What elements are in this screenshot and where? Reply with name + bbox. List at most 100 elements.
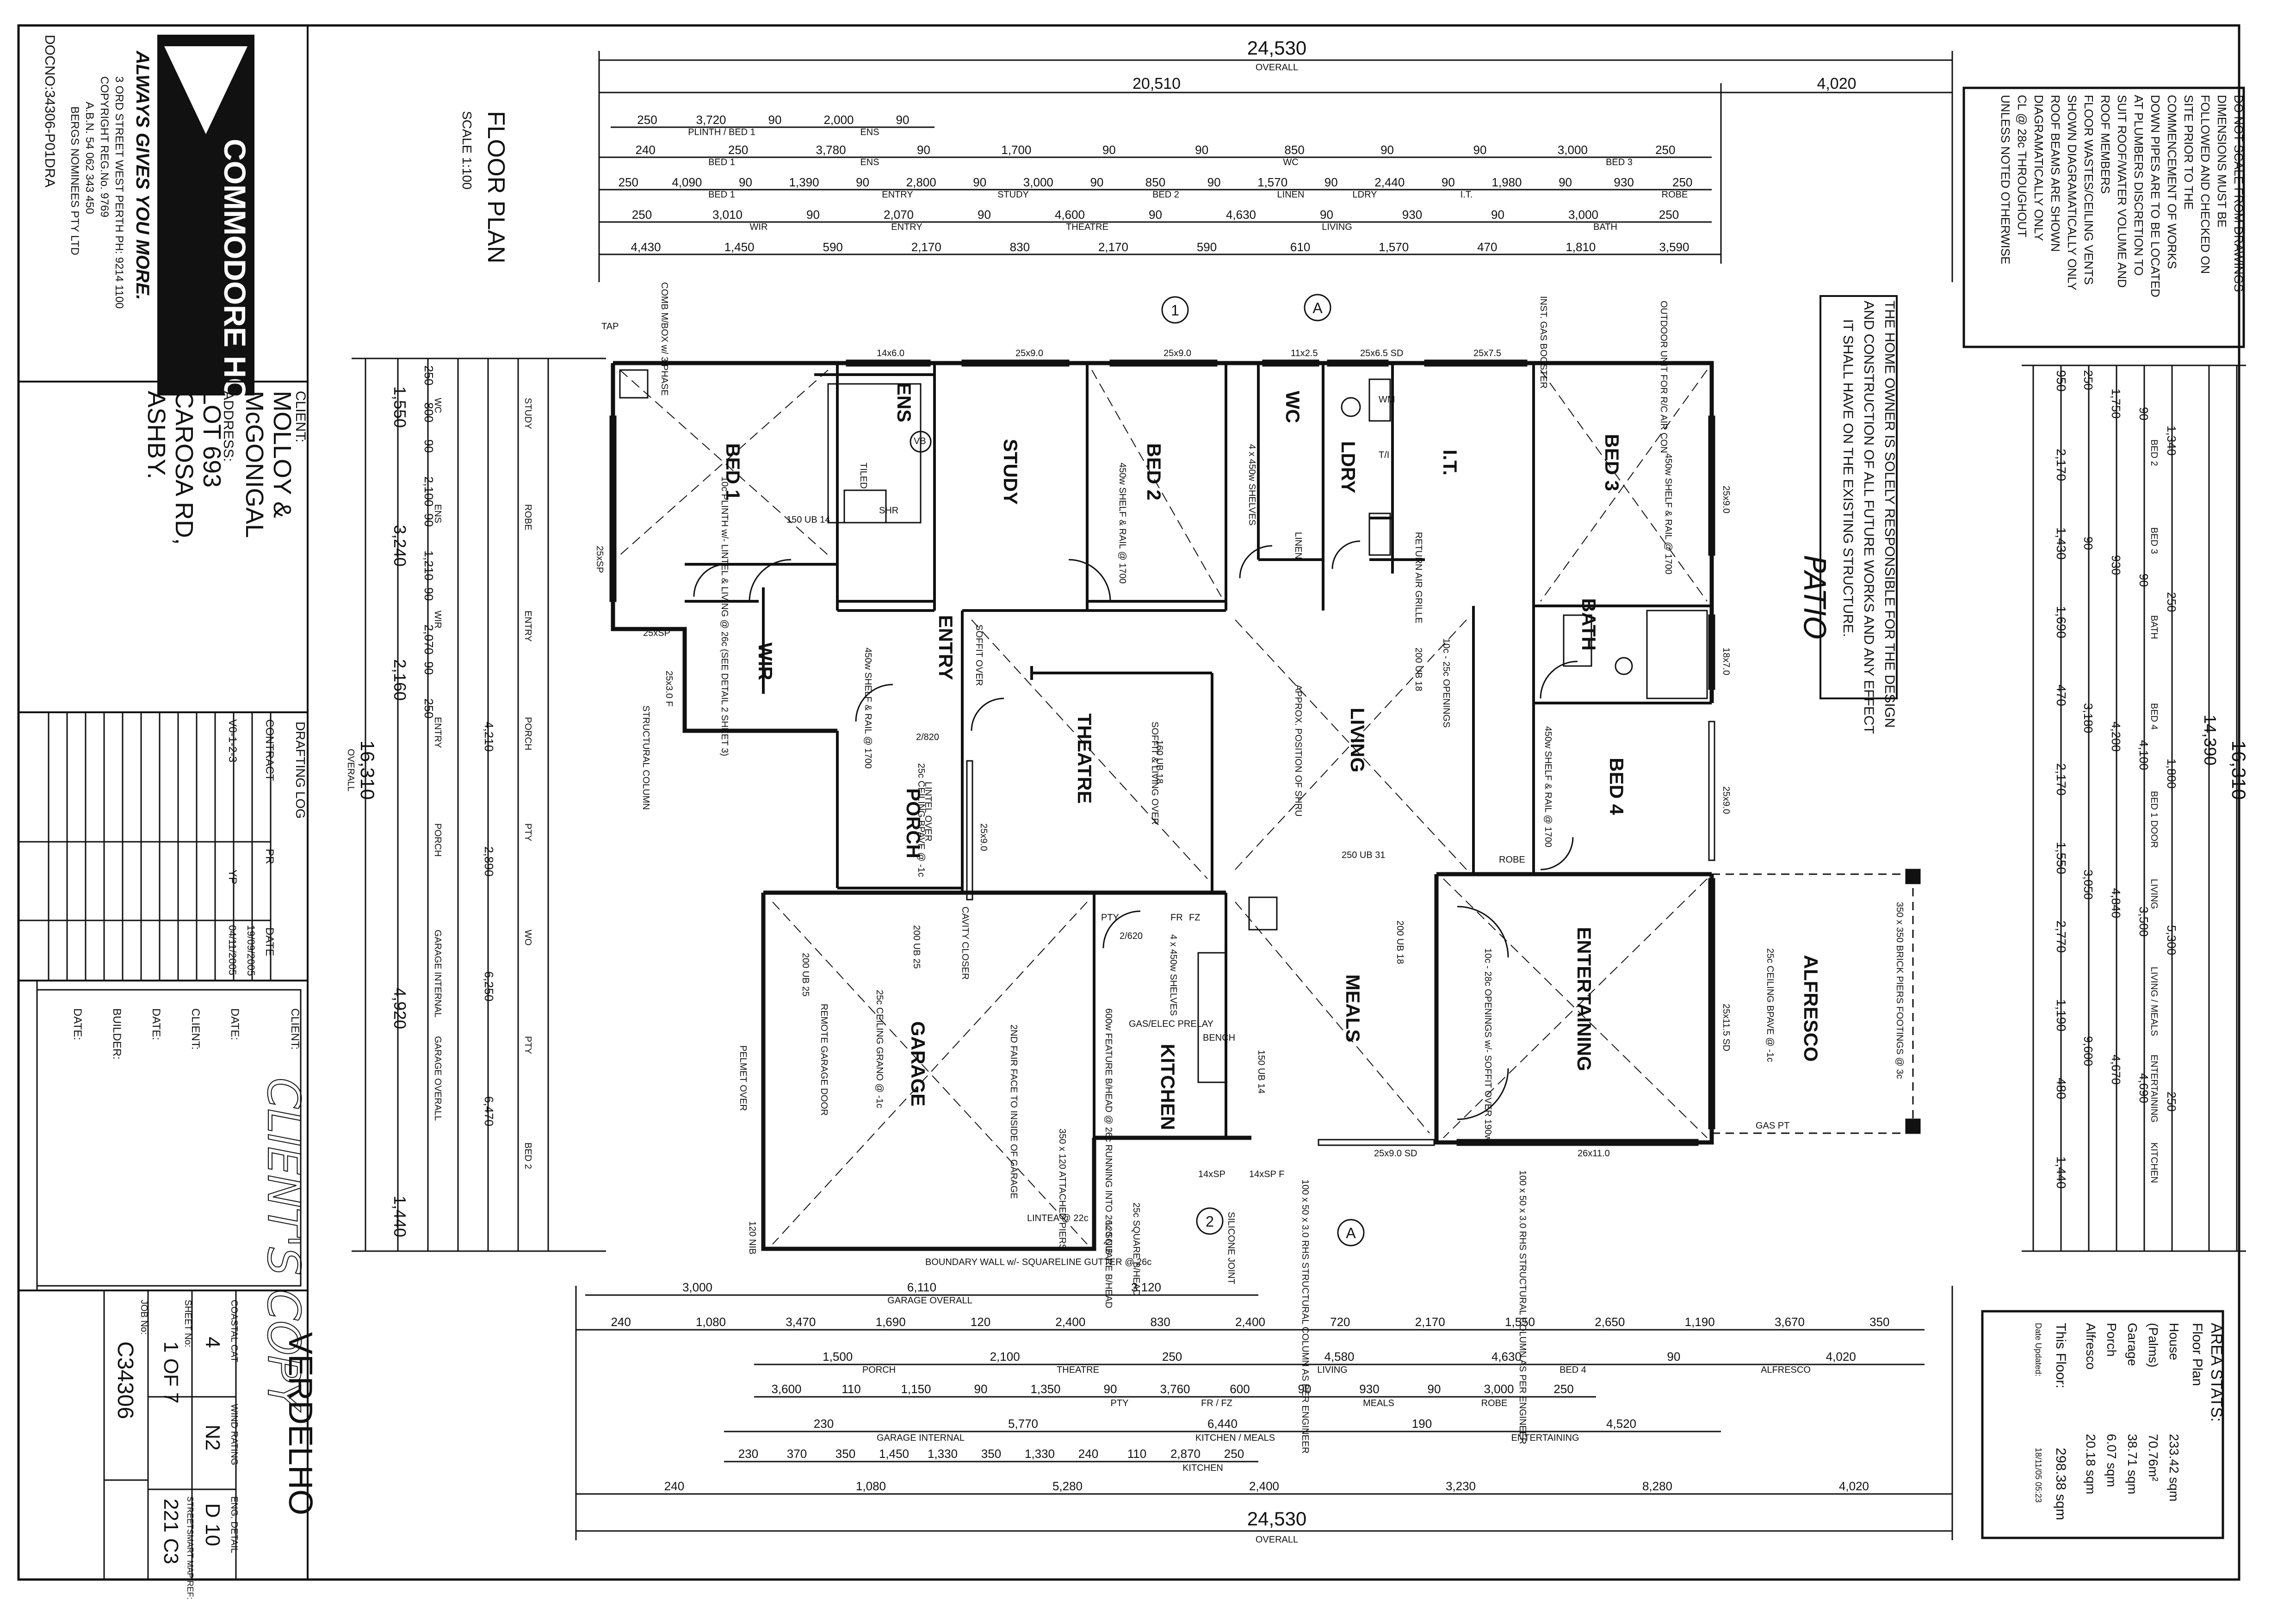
plan-annotation: 100 x 50 x 3.0 RHS STRUCTURAL COLUMN AS … (1517, 1170, 1528, 1444)
area-total-value: 298.38 sqm (2053, 1448, 2068, 1520)
plan-annotation: FR (1170, 913, 1183, 923)
left-dim-inner: 250 (422, 365, 436, 385)
left-overall-label: OVERALL (346, 749, 356, 791)
bottom-dim-label: KITCHEN (1182, 1463, 1223, 1473)
plan-annotation: SOFFIT & LIVING OVER (1150, 722, 1160, 825)
plan-annotation: 25x9.0 (1015, 348, 1043, 358)
top-dim-value: 2,440 (1374, 175, 1405, 189)
left-dim-label: STUDY (523, 398, 533, 429)
address-line-2: CAROSA RD, (170, 391, 198, 545)
top-dim-value: 250 (632, 208, 652, 222)
plan-annotation: 25xSP (643, 628, 670, 638)
plan-annotation: 350 x 120 ATTACHED PIERS (1057, 1129, 1067, 1250)
address-label: ADDRESS: (221, 391, 236, 462)
plan-annotation: 4 x 450w SHELVES (1168, 934, 1178, 1016)
bottom-dim-value: 5,280 (1052, 1479, 1083, 1493)
top-dim-label: WIR (750, 222, 768, 232)
note-line: SITE PRIOR TO THE (2182, 95, 2196, 210)
bottom-dim-label: LIVING (1317, 1365, 1348, 1375)
plan-annotation: BENCH (1203, 1033, 1235, 1043)
note-line: FLOOR WASTES/CEILING VENTS (2082, 95, 2096, 285)
top-dim-value: 4,600 (1055, 208, 1085, 222)
bottom-dim-label: ALFRESCO (1761, 1365, 1811, 1375)
left-dim-label: PORCH (433, 823, 443, 857)
section-marker-a-top: A (1312, 300, 1323, 316)
top-dim-label: ENS (860, 157, 879, 167)
top-dim-label: PLINTH / BED 1 (688, 127, 755, 137)
plan-annotation: REMOTE GARAGE DOOR (819, 1004, 829, 1116)
plan-annotation: 18x7.0 (1721, 648, 1731, 675)
top-overall-part-1: 20,510 (1133, 75, 1181, 93)
bottom-dim-value: 3,600 (771, 1382, 801, 1396)
right-dim-inner: 3,180 (2081, 703, 2095, 733)
address-line-1: LOT 693 (198, 391, 226, 488)
room-label: ENTRY (935, 615, 957, 680)
top-dim-value: 250 (728, 143, 748, 157)
right-dim-inner: 930 (2109, 555, 2123, 575)
log-row-2-pr: YP (226, 870, 239, 884)
sign-date-2: DATE: (150, 1008, 162, 1040)
bottom-dim-value: 2,170 (1415, 1315, 1445, 1329)
plan-annotation: 2/820 (916, 732, 939, 742)
eng-detail-value: D 10 (201, 1503, 224, 1546)
plan-annotation: 120 NIB (1103, 1221, 1114, 1254)
top-dim-value: 610 (1290, 240, 1310, 254)
eng-detail-label: ENG. DETAIL (229, 1496, 239, 1553)
plan-annotation: 450w SHELF & RAIL @ 1700 (1663, 453, 1673, 574)
right-dim-label: BED 1 DOOR (2149, 791, 2159, 848)
streetsmart-value: 221 C3 (160, 1499, 182, 1564)
log-header-contract: CONTRACT (263, 719, 276, 781)
top-dim-value: 250 (637, 113, 657, 127)
top-dim-label: ENTRY (891, 222, 922, 232)
left-dim-label: WIR (433, 611, 443, 629)
top-dim-value: 90 (856, 175, 869, 189)
bottom-dim-value: 2,650 (1595, 1315, 1625, 1329)
top-overall-part-2: 4,020 (1817, 75, 1856, 93)
design-name: VERDELHO (282, 1332, 319, 1515)
top-dim-value: 4,090 (672, 175, 702, 189)
right-dim-inner: 3,500 (2137, 907, 2151, 937)
top-dim-label: BED 1 (708, 190, 735, 200)
area-date-value: 18/11/05 05:23 (2034, 1448, 2043, 1503)
room-label: BED 2 (1143, 443, 1165, 500)
plan-annotation: 100 x 50 x 3.0 RHS STRUCTURAL COLUMN AS … (1300, 1179, 1310, 1454)
right-dim-value: 1,690 (2054, 606, 2068, 638)
room-label: BED 3 (1601, 434, 1623, 491)
plan-annotation: 200 UB 25 (911, 925, 922, 969)
room-label: BED 4 (1606, 758, 1628, 815)
right-dim-inner: 250 (2165, 592, 2178, 612)
bottom-dim-value: 5,770 (1008, 1417, 1038, 1431)
top-dim-label: ROBE (1662, 190, 1688, 200)
room-label: LDRY (1337, 441, 1359, 494)
bottom-dim-value: 4,580 (1324, 1350, 1354, 1364)
bottom-dim-value: 1,150 (901, 1382, 931, 1396)
plan-annotation: LINTEL OVER (923, 782, 933, 841)
right-dim-inner: 4,690 (2137, 1073, 2151, 1103)
brand-name: COMMODORE HOMES (218, 139, 252, 468)
bottom-dim-value: 110 (1127, 1447, 1146, 1461)
bottom-dim-label: PORCH (862, 1365, 896, 1375)
note-line: SHOWN DIAGRAMATICALLY ONLY (2065, 95, 2079, 290)
left-dim-label: ROBE (523, 504, 533, 531)
area-row-label: House (2167, 1323, 2181, 1360)
note-line: CL @ 28c THROUGHOUT (2015, 95, 2029, 237)
owner-note-3: IT SHALL HAVE ON THE EXISTING STRUCTURE. (1840, 319, 1856, 637)
plan-annotation: 160 UB 18 (1154, 740, 1164, 784)
company-address: 3 ORD STREET WEST PERTH PH: 9214 1100 (113, 76, 125, 309)
bottom-dim-value: 370 (787, 1447, 807, 1461)
right-dim-label: KITCHEN (2149, 1142, 2159, 1183)
left-dim-inner: 2,070 (422, 624, 436, 654)
bottom-dim-value: 1,690 (876, 1315, 906, 1329)
owner-responsibility-note: THE HOME OWNER IS SOLELY RESPONSIBLE FOR… (1819, 295, 1898, 734)
bottom-dim-value: 1,500 (823, 1350, 853, 1364)
section-marker-a-bottom: A (1346, 1225, 1356, 1241)
right-dim-inner: 90 (2137, 407, 2151, 420)
right-dim-label: BED 4 (2149, 703, 2159, 730)
bottom-dim-value: 90 (1298, 1382, 1312, 1396)
bottom-dim-label: GARAGE INTERNAL (877, 1433, 965, 1443)
plan-annotation: 10c PLINTH w/- LINTEL & LIVING @ 26c (SE… (719, 476, 730, 756)
plan-annotation: RETURN AIR GRILLE (1413, 532, 1423, 623)
top-dim-value: 90 (739, 175, 752, 189)
room-label: BATH (1578, 598, 1600, 651)
